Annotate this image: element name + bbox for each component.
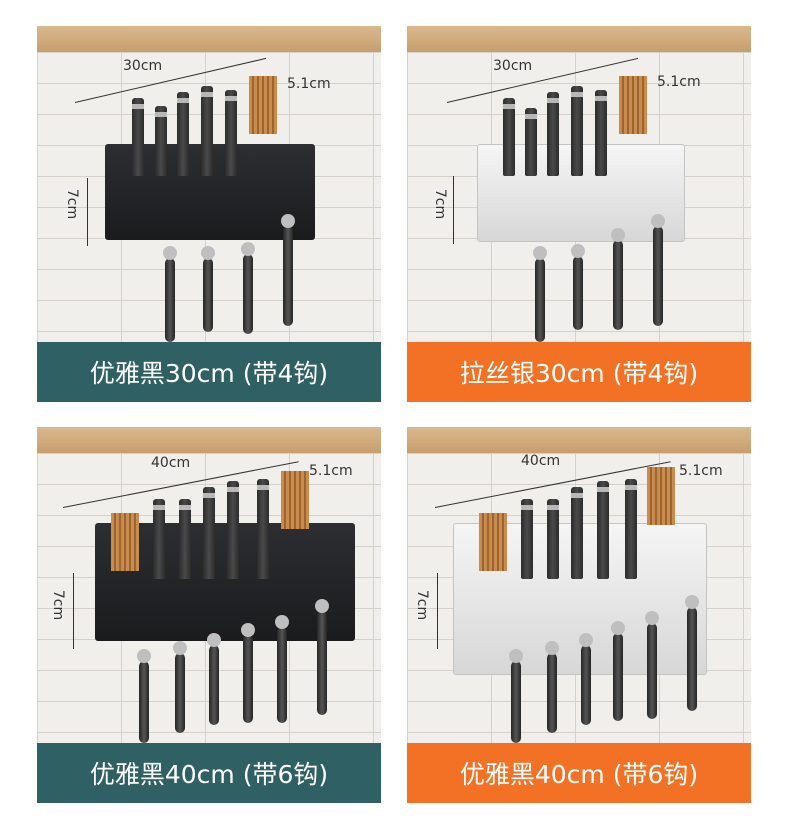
knife-handle (155, 106, 167, 176)
knife-handle (595, 90, 607, 176)
knife-handle (503, 98, 515, 176)
product-caption: 拉丝银30cm (带4钩) (459, 359, 699, 388)
knife-handle (179, 499, 191, 579)
product-caption-bar: 优雅黑40cm (带6钩) (407, 743, 751, 803)
chopsticks (479, 513, 507, 571)
chopsticks (619, 76, 647, 134)
height-label: 7cm (414, 589, 431, 621)
wooden-shelf (407, 26, 751, 52)
knife-handle (571, 487, 583, 579)
wooden-shelf (37, 427, 381, 453)
knife-handle (177, 92, 189, 176)
depth-label: 5.1cm (309, 463, 353, 479)
product-card-1: 30cm 5.1cm 7cm 优雅黑30cm (带4钩) (37, 26, 381, 402)
knife-handle (625, 479, 637, 579)
hanging-utensil (207, 633, 221, 725)
hanging-utensil (315, 599, 329, 715)
width-label: 40cm (521, 453, 561, 469)
hanging-utensil (201, 246, 215, 332)
hanging-utensil (137, 649, 151, 743)
knife-handle (257, 479, 269, 579)
product-caption: 优雅黑30cm (带4钩) (89, 359, 329, 388)
knife-handle (597, 481, 609, 579)
height-dimension-line (73, 573, 74, 649)
hanging-utensil (241, 623, 255, 723)
hanging-utensil (241, 242, 255, 334)
product-photo: 30cm 5.1cm 7cm (407, 26, 751, 342)
knife-handle (225, 90, 237, 176)
product-caption-bar: 优雅黑30cm (带4钩) (37, 342, 381, 402)
product-photo: 40cm 5.1cm 7cm (37, 427, 381, 743)
chopsticks (249, 76, 277, 134)
hanging-utensil (275, 615, 289, 723)
knife-handle (571, 86, 583, 176)
product-photo: 40cm 5.1cm 7cm (407, 427, 751, 743)
depth-label: 5.1cm (287, 76, 331, 92)
wooden-shelf (37, 26, 381, 52)
depth-label: 5.1cm (679, 463, 723, 479)
hanging-utensil (545, 641, 559, 733)
product-card-2: 30cm 5.1cm 7cm 拉丝银30cm (带4钩) (407, 26, 751, 402)
height-label: 7cm (432, 188, 449, 220)
width-label: 40cm (151, 455, 191, 471)
knife-handle (132, 98, 144, 176)
hanging-utensil (509, 649, 523, 743)
product-caption-bar: 拉丝银30cm (带4钩) (407, 342, 751, 402)
hanging-utensil (685, 595, 699, 711)
height-label: 7cm (64, 188, 81, 220)
width-label: 30cm (123, 58, 163, 74)
hanging-utensil (611, 621, 625, 721)
hanging-utensil (651, 214, 665, 326)
product-caption: 优雅黑40cm (带6钩) (89, 760, 329, 789)
product-card-4: 40cm 5.1cm 7cm 优雅黑40cm (带6钩) (407, 427, 751, 803)
knife-handle (547, 92, 559, 176)
knife-handle (227, 481, 239, 579)
hanging-utensil (571, 244, 585, 330)
hanging-utensil (173, 641, 187, 733)
hanging-utensil (281, 214, 295, 326)
hanging-utensil (611, 228, 625, 330)
depth-label: 5.1cm (657, 74, 701, 90)
width-label: 30cm (493, 58, 533, 74)
knife-handle (201, 86, 213, 176)
knife-handle (547, 499, 559, 579)
knife-handle (153, 499, 165, 579)
product-caption-bar: 优雅黑40cm (带6钩) (37, 743, 381, 803)
hanging-utensil (645, 611, 659, 719)
hanging-utensil (163, 246, 177, 342)
product-caption: 优雅黑40cm (带6钩) (459, 760, 699, 789)
product-card-3: 40cm 5.1cm 7cm 优雅黑40cm (带6钩) (37, 427, 381, 803)
knife-handle (525, 108, 537, 176)
chopsticks (647, 467, 675, 525)
height-dimension-line (453, 176, 454, 244)
knife-handle (521, 499, 533, 579)
product-photo: 30cm 5.1cm 7cm (37, 26, 381, 342)
chopsticks (111, 513, 139, 571)
chopsticks (281, 471, 309, 529)
hanging-utensil (579, 633, 593, 725)
hanging-utensil (533, 246, 547, 342)
wooden-shelf (407, 427, 751, 453)
height-dimension-line (437, 573, 438, 649)
height-label: 7cm (50, 589, 67, 621)
height-dimension-line (87, 178, 88, 246)
knife-handle (203, 487, 215, 579)
